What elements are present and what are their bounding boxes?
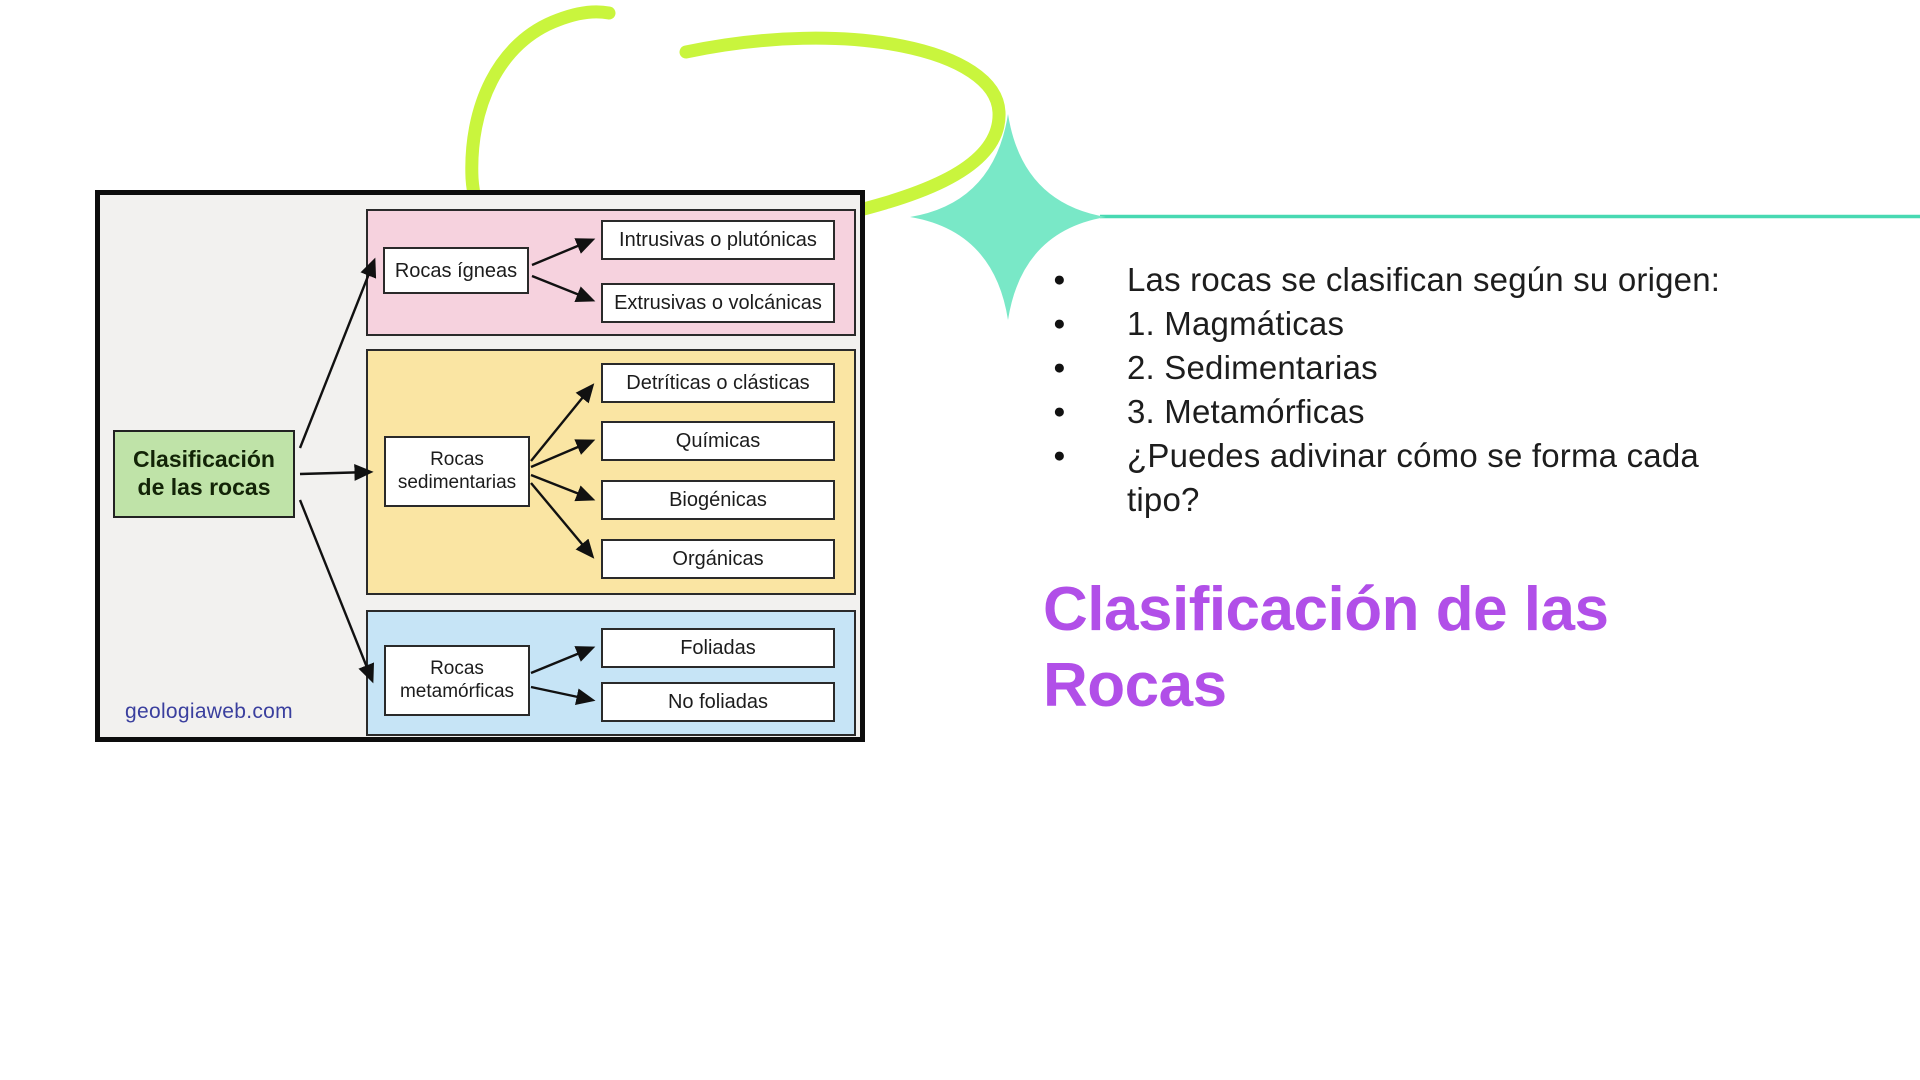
bullet-dot-icon: ● [1053, 356, 1066, 379]
diagram-arrows [298, 238, 596, 705]
biogenic-leaf: Biogénicas [601, 480, 835, 520]
foliated-leaf: Foliadas [601, 628, 835, 668]
root-node: Clasificación de las rocas [113, 430, 295, 518]
bullet-dot-icon: ● [1053, 268, 1066, 291]
metamorphic-node: Rocas metamórficas [384, 645, 530, 716]
bullet-dot-icon: ● [1053, 444, 1066, 467]
slide-title: Clasificación de las Rocas [1043, 575, 1609, 720]
bullet-item: ● 3. Metamórficas [1045, 390, 1845, 434]
bullet-item: ● 2. Sedimentarias [1045, 346, 1845, 390]
bullet-dot-icon: ● [1053, 312, 1066, 335]
rock-classification-diagram: Clasificación de las rocas Rocas ígneas … [95, 190, 865, 742]
bullet-text: ¿Puedes adivinar cómo se forma cada tipo… [1127, 437, 1699, 518]
bullet-item: ● 1. Magmáticas [1045, 302, 1845, 346]
extrusive-leaf: Extrusivas o volcánicas [601, 283, 835, 323]
bullet-text: 1. Magmáticas [1127, 305, 1345, 342]
chemical-leaf: Químicas [601, 421, 835, 461]
bullet-item: ● Las rocas se clasifican según su orige… [1045, 258, 1845, 302]
bullet-dot-icon: ● [1053, 400, 1066, 423]
bullet-text: 2. Sedimentarias [1127, 349, 1378, 386]
intrusive-leaf: Intrusivas o plutónicas [601, 220, 835, 260]
igneous-node: Rocas ígneas [383, 247, 529, 294]
detrital-leaf: Detríticas o clásticas [601, 363, 835, 403]
diagram-source-credit: geologiaweb.com [125, 700, 293, 723]
organic-leaf: Orgánicas [601, 539, 835, 579]
bullet-list: ● Las rocas se clasifican según su orige… [1045, 258, 1845, 522]
nonfoliated-leaf: No foliadas [601, 682, 835, 722]
bullet-item: ● ¿Puedes adivinar cómo se forma cada ti… [1045, 434, 1767, 522]
sedimentary-node: Rocas sedimentarias [384, 436, 530, 507]
bullet-text: 3. Metamórficas [1127, 393, 1365, 430]
bullet-text: Las rocas se clasifican según su origen: [1127, 261, 1721, 298]
